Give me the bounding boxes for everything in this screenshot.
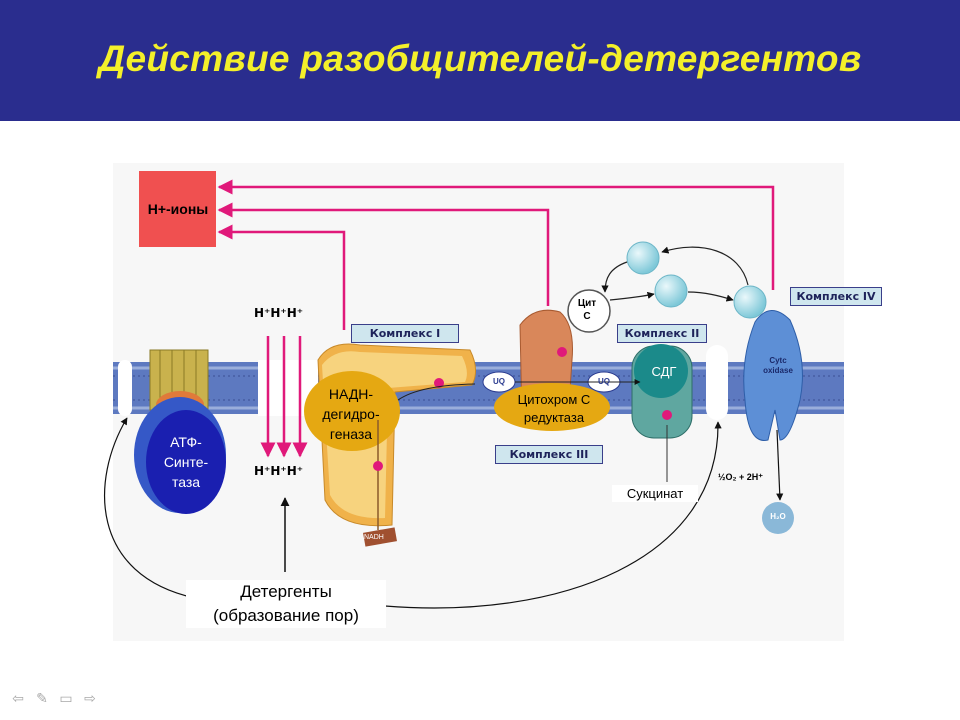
cyt-c-label: Цит С: [577, 298, 597, 322]
complex-4-box: Комплекс IV: [790, 287, 882, 306]
detergents-label: Детергенты (образование пор): [186, 580, 386, 628]
nadh-tag-label: NADH: [364, 534, 384, 541]
complex-1: [304, 343, 476, 547]
slide-title: Действие разобщителей-детергентов: [98, 38, 862, 79]
cytc-cycle: [601, 241, 767, 319]
proton-arrows-left: [217, 179, 775, 330]
atp-synthase: [134, 349, 226, 514]
arrow-left-icon[interactable]: ⇦: [12, 691, 24, 707]
title-bar: Действие разобщителей-детергентов: [0, 0, 960, 121]
complex-3-box: Комплекс III: [495, 445, 603, 464]
arrow-right-icon[interactable]: ⇨: [84, 691, 96, 707]
sdg-label: СДГ: [651, 364, 677, 379]
cyt-c-reductase-label: Цитохром С редуктаза: [517, 392, 591, 425]
complex-4: [743, 310, 803, 534]
h-ions-box: [139, 171, 216, 247]
proton-arrows-down: [260, 336, 308, 458]
detergent-curve-right: [384, 421, 722, 609]
complex-3: [494, 309, 610, 431]
protons-top-label: H⁺H⁺H⁺: [254, 306, 304, 320]
pen-icon[interactable]: ✎: [36, 691, 48, 707]
complex-2: [631, 344, 693, 482]
atp-synthase-label: АТФ- Синте- таза: [163, 434, 209, 490]
water-label: H₂O: [770, 512, 786, 521]
oxygen-label: ½O₂ + 2H⁺: [718, 472, 764, 482]
electron-path-1: [397, 383, 476, 401]
uq-label-1: UQ: [493, 377, 505, 386]
complex-2-box: Комплекс II: [617, 324, 707, 343]
detergent-curve-left: [104, 417, 196, 599]
cytc-oxidase-label: Cytc oxidase: [763, 356, 793, 375]
menu-icon[interactable]: ▭: [59, 691, 73, 707]
succinate-label: Сукцинат: [612, 485, 698, 502]
nadh-dehydrogenase-label: НАДН- дегидро- геназа: [322, 386, 380, 442]
pore-right: [706, 345, 728, 420]
uq-label-2: UQ: [598, 377, 610, 386]
h-ions-label: Н+-ионы: [147, 201, 209, 217]
membrane: [113, 362, 844, 414]
slide-navigation: ⇦ ✎ ▭ ⇨: [8, 690, 104, 708]
pore-left: [118, 360, 132, 416]
complex-1-box: Комплекс I: [351, 324, 459, 343]
cyt-c: [567, 289, 611, 333]
protons-bottom-label: H⁺H⁺H⁺: [254, 464, 304, 478]
